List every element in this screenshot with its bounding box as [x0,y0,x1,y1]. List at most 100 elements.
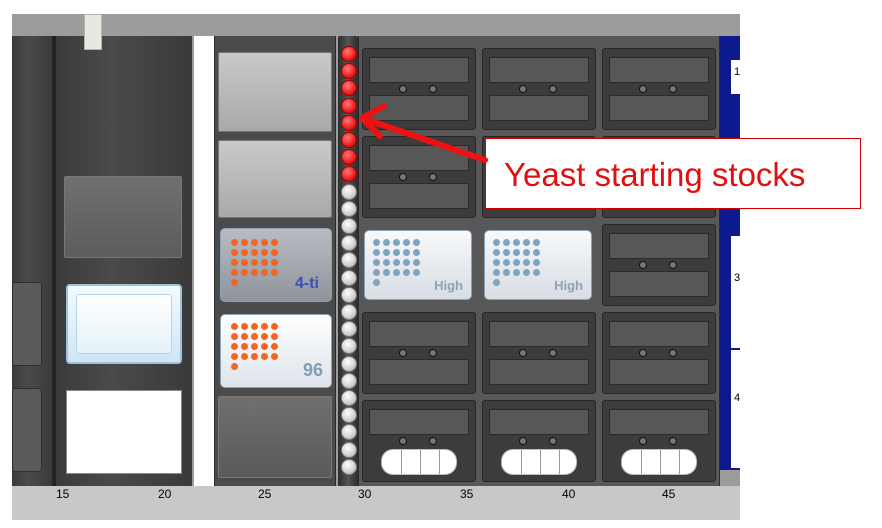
labware-lid[interactable] [602,224,716,306]
labware-lid[interactable] [602,48,716,130]
well-grid [231,323,278,370]
scale-tick: 20 [158,487,172,501]
empty-tube[interactable] [341,441,357,458]
yeast-stock-tube[interactable] [341,149,357,166]
lid-hole [639,437,647,445]
plate-high-1[interactable]: High [364,230,472,300]
empty-white-slot[interactable] [66,390,182,474]
empty-tube[interactable] [341,321,357,338]
empty-tube[interactable] [341,355,357,372]
pill-divider [420,450,421,474]
yeast-stock-tube[interactable] [341,97,357,114]
lid-hole [639,261,647,269]
empty-holder [64,176,182,258]
labware-lid[interactable] [602,400,716,482]
scale-tick: 45 [662,487,676,501]
plate-4ti[interactable]: 4-ti [220,228,332,302]
empty-tube[interactable] [341,424,357,441]
lid-bar [609,271,709,297]
plate-slot-25-1[interactable] [218,52,332,132]
lid-bar [489,321,589,347]
annotation-arrow-icon [359,103,488,163]
lid-bar [369,183,469,209]
empty-tube[interactable] [341,458,357,475]
yeast-stock-tube[interactable] [341,63,357,80]
position-marker: 4 [731,350,740,468]
yeast-stock-tube[interactable] [341,114,357,131]
plate-96[interactable]: 96 [220,314,332,388]
well-grid [493,239,540,286]
lid-hole [429,85,437,93]
tip-pill [501,449,577,475]
scale-tick: 25 [258,487,272,501]
plate-slot-25-5[interactable] [218,396,332,478]
lid-hole [519,437,527,445]
position-label: 3 [734,272,741,284]
labware-lid[interactable] [482,312,596,394]
lid-hole [519,349,527,357]
empty-tube[interactable] [341,407,357,424]
empty-tube[interactable] [341,390,357,406]
labware-lid[interactable] [482,48,596,130]
yeast-stock-tube[interactable] [341,46,357,62]
lid-bar [489,359,589,385]
lid-hole [669,85,677,93]
scale-tick: 40 [562,487,576,501]
empty-tube[interactable] [341,252,357,269]
empty-tube[interactable] [341,269,357,286]
lid-hole [429,437,437,445]
callout-text: Yeast starting stocks [504,156,806,193]
empty-tube[interactable] [341,218,357,234]
tip-pill [621,449,697,475]
lid-hole [669,349,677,357]
scale-tick: 15 [56,487,70,501]
yeast-stock-tube[interactable] [341,132,357,148]
lid-hole [429,173,437,181]
tube-list [341,46,357,476]
plate-high-2[interactable]: High [484,230,592,300]
pill-divider [679,450,680,474]
empty-tube[interactable] [341,286,357,303]
lid-hole [399,437,407,445]
lid-bar [369,409,469,435]
tip-pill [381,449,457,475]
deck-rail [194,36,214,486]
lid-hole [549,85,557,93]
pill-divider [559,450,560,474]
lid-hole [399,173,407,181]
yeast-stock-tube[interactable] [341,166,357,183]
column-divider [52,36,56,486]
tip-holder [84,14,102,50]
lid-hole [399,349,407,357]
empty-tube[interactable] [341,183,357,200]
lid-hole [639,85,647,93]
lid-bar [489,409,589,435]
yeast-stock-tube[interactable] [341,80,357,97]
labware-lid[interactable] [362,312,476,394]
lid-bar [609,359,709,385]
lid-bar [609,95,709,121]
lid-hole [669,261,677,269]
empty-tube[interactable] [341,338,357,355]
labware-lid[interactable] [362,48,476,130]
lid-hole [669,437,677,445]
lid-hole [549,349,557,357]
lid-bar [369,359,469,385]
lid-bar [369,57,469,83]
empty-tube[interactable] [341,235,357,252]
lid-hole [429,349,437,357]
lid-hole [399,85,407,93]
plate-slot-25-2[interactable] [218,140,332,218]
labware-lid[interactable] [482,400,596,482]
labware-lid[interactable] [362,400,476,482]
pill-divider [641,450,642,474]
empty-tube[interactable] [341,304,357,320]
pill-divider [540,450,541,474]
empty-tube[interactable] [341,372,357,389]
pill-divider [401,450,402,474]
lid-bar [609,321,709,347]
empty-tube[interactable] [341,200,357,217]
labware-lid[interactable] [602,312,716,394]
lid-hole [519,85,527,93]
left-partial-slot-2 [12,388,42,472]
